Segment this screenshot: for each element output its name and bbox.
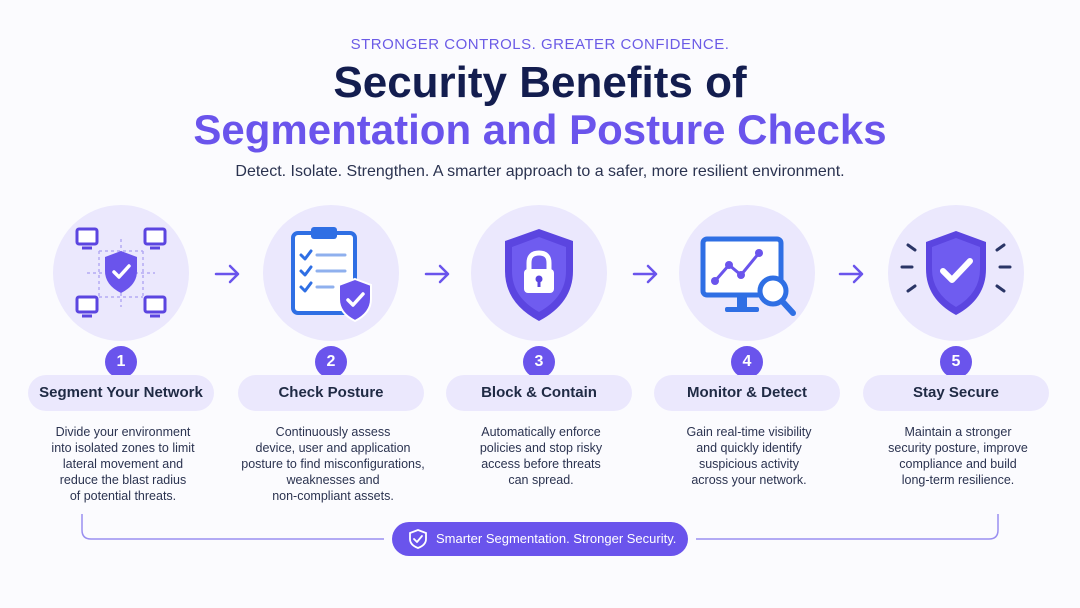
step-4-description-line: and quickly identify — [696, 441, 802, 455]
arrow-right-icon — [632, 264, 658, 284]
step-1-description-line: into isolated zones to limit — [51, 441, 195, 455]
step-2-description: Continuously assess device, user and app… — [230, 424, 436, 504]
step-1-title: Segment Your Network — [28, 375, 214, 411]
step-1-description-line: Divide your environment — [55, 425, 191, 439]
step-4-title: Monitor & Detect — [654, 375, 840, 411]
arrow-right-icon — [214, 264, 240, 284]
step-4-description-line: across your network. — [691, 473, 807, 487]
summary-badge-text: Smarter Segmentation. Stronger Security. — [436, 531, 677, 546]
step-5-description-line: Maintain a stronger — [904, 425, 1012, 439]
shield-check-icon — [900, 231, 1012, 315]
step-3-description: Automatically enforce policies and stop … — [438, 424, 644, 488]
step-5-description: Maintain a stronger security posture, im… — [855, 424, 1061, 488]
step-4-icon-circle — [679, 205, 815, 341]
step-3-description-line: access before threats — [481, 457, 601, 471]
clipboard-checklist-icon — [291, 227, 372, 323]
step-1-description-line: lateral movement and — [62, 457, 184, 471]
step-3-description-line: can spread. — [508, 473, 574, 487]
step-1-description: Divide your environment into isolated zo… — [20, 424, 226, 504]
network-segmentation-icon — [75, 227, 167, 318]
step-2-description-line: Continuously assess — [275, 425, 391, 439]
step-2-icon-circle — [263, 205, 399, 341]
page-title-line2: Segmentation and Posture Checks — [193, 106, 887, 153]
step-2-description-line: posture to find misconfigurations, — [241, 457, 425, 471]
monitor-magnifier-icon — [700, 236, 796, 316]
shield-lock-icon — [505, 229, 573, 321]
step-5-description-line: security posture, improve — [888, 441, 1028, 455]
step-5-description-line: compliance and build — [899, 457, 1017, 471]
step-2-description-line: device, user and application — [255, 441, 411, 455]
step-1-description-line: reduce the blast radius — [59, 473, 187, 487]
step-2-title: Check Posture — [238, 375, 424, 411]
page-title-line1: Security Benefits of — [333, 58, 747, 107]
shield-check-icon — [409, 529, 427, 549]
step-1-number: 1 — [105, 346, 137, 378]
step-1-icon-circle — [53, 205, 189, 341]
summary-badge: Smarter Segmentation. Stronger Security. — [392, 522, 688, 556]
step-1-description-line: of potential threats. — [69, 489, 177, 503]
arrow-right-icon — [838, 264, 864, 284]
step-5-title: Stay Secure — [863, 375, 1049, 411]
step-2-number: 2 — [315, 346, 347, 378]
step-5-number: 5 — [940, 346, 972, 378]
step-2-description-line: weaknesses and — [286, 473, 380, 487]
step-4-description-line: Gain real-time visibility — [686, 425, 812, 439]
step-3-description-line: policies and stop risky — [479, 441, 603, 455]
step-5-icon-circle — [888, 205, 1024, 341]
step-4-description-line: suspicious activity — [698, 457, 800, 471]
step-3-number: 3 — [523, 346, 555, 378]
step-2-description-line: non-compliant assets. — [272, 489, 394, 503]
step-5-description-line: long-term resilience. — [901, 473, 1015, 487]
kicker: STRONGER CONTROLS. GREATER CONFIDENCE. — [350, 36, 730, 53]
subtitle: Detect. Isolate. Strengthen. A smarter a… — [235, 163, 845, 180]
step-4-description: Gain real-time visibility and quickly id… — [646, 424, 852, 488]
step-3-icon-circle — [471, 205, 607, 341]
step-3-title: Block & Contain — [446, 375, 632, 411]
arrow-right-icon — [424, 264, 450, 284]
step-3-description-line: Automatically enforce — [481, 425, 601, 439]
step-4-number: 4 — [731, 346, 763, 378]
